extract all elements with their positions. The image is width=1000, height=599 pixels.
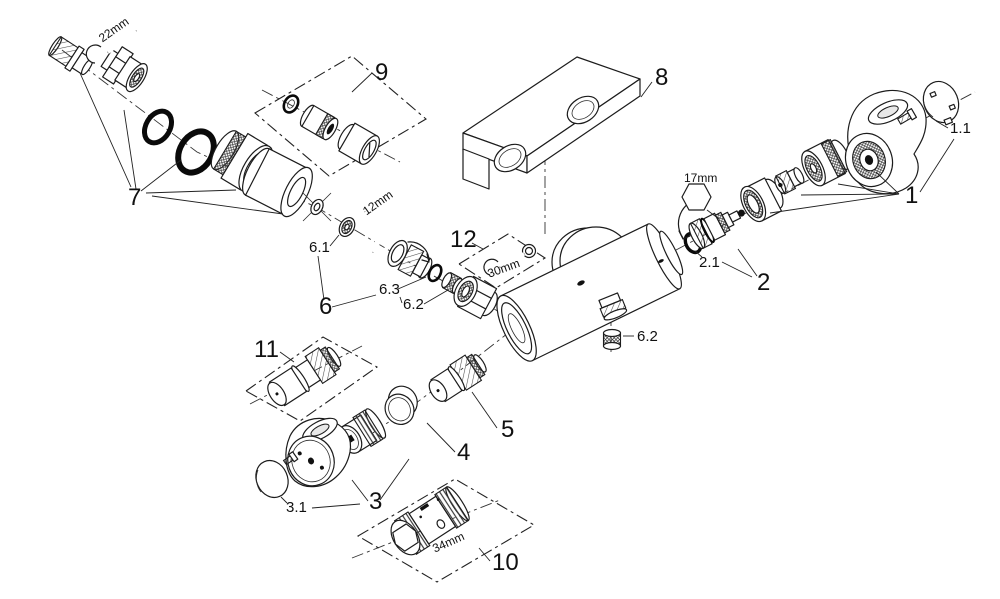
part-1-splined-coupler xyxy=(801,138,851,187)
part-4-adapter-ring xyxy=(384,385,418,425)
box-part-11 xyxy=(244,336,379,422)
grouping-boxes xyxy=(244,55,547,583)
part-7-o-ring-large xyxy=(175,128,217,176)
part-9-washer xyxy=(282,94,300,114)
label-part-7: 7 xyxy=(128,184,141,211)
part-3-group xyxy=(255,408,387,499)
right-axis-parts xyxy=(677,80,960,255)
part-6-union-nut xyxy=(453,275,498,320)
label-part-10: 10 xyxy=(492,549,519,576)
part-2-thermostatic-cartridge xyxy=(688,209,745,250)
rotation-arrow-head xyxy=(678,230,691,240)
part-8-shelf xyxy=(462,56,641,190)
thermostat-body xyxy=(496,223,684,362)
label-part-11: 11 xyxy=(254,336,279,363)
part-3-1-cover-cap xyxy=(255,459,289,499)
socket-tool-34mm-icon xyxy=(390,486,470,556)
label-part-5: 5 xyxy=(501,416,514,443)
label-allen-key-12mm: 12mm xyxy=(360,187,395,218)
part-1-1-cover-cap xyxy=(922,80,960,126)
label-part-2: 2 xyxy=(757,269,770,296)
part-1-1-screw xyxy=(896,108,918,125)
part-7-cover-sleeve xyxy=(242,147,313,218)
rotation-arrow-head xyxy=(421,253,430,263)
part-6-2-outlet-insert xyxy=(602,328,622,351)
part-11-aquadimmer xyxy=(267,346,342,407)
part-3-1-screw xyxy=(282,451,299,466)
part-6-o-ring xyxy=(427,263,443,283)
label-part-3: 3 xyxy=(369,488,382,515)
body-marking-dot xyxy=(577,280,585,286)
label-part-1: 1 xyxy=(905,182,918,209)
part-7-nipple xyxy=(48,36,94,76)
label-part-3-1: 3.1 xyxy=(286,499,307,516)
label-part-6: 6 xyxy=(319,293,332,320)
part-7-group xyxy=(48,29,332,222)
allen-key-12mm-icon xyxy=(362,210,383,254)
part-7-crossed-washer xyxy=(302,192,332,222)
part-9-group xyxy=(282,94,381,165)
leader-lines xyxy=(79,72,955,562)
label-hex-key-17mm: 17mm xyxy=(684,171,717,185)
label-part-6-2-outlet: 6.2 xyxy=(637,328,658,345)
label-part-4: 4 xyxy=(457,439,470,466)
main-body-group xyxy=(496,223,684,362)
box-part-12 xyxy=(457,233,547,289)
label-part-6-2: 6.2 xyxy=(403,296,424,313)
part-9-cap xyxy=(337,122,381,165)
label-part-6-3: 6.3 xyxy=(379,281,400,298)
part-1-threaded-adapter xyxy=(774,167,805,195)
shower-outlet xyxy=(598,292,628,321)
combination-wrench-30mm-icon xyxy=(483,243,537,276)
part-3-flow-handle xyxy=(285,417,352,488)
label-part-1-1: 1.1 xyxy=(950,120,971,137)
box-part-10 xyxy=(356,478,536,583)
part-7-o-ring-small xyxy=(141,108,175,146)
label-part-8: 8 xyxy=(655,64,668,91)
hex-key-17mm-icon xyxy=(681,183,712,211)
labels: 7 9 8 1 1.1 2 2.1 6.1 6 6.3 6.2 6.2 12 1… xyxy=(96,14,971,576)
label-part-6-1: 6.1 xyxy=(309,239,330,256)
label-part-2-1: 2.1 xyxy=(699,254,720,271)
rotation-arrow xyxy=(407,241,430,262)
box-part-9 xyxy=(254,55,427,177)
body-marking-tick xyxy=(658,259,664,263)
part-7-union-nut xyxy=(100,46,148,93)
part-1-stop-ring xyxy=(740,177,784,223)
part-9-cartridge-piece xyxy=(299,104,339,141)
part-6-group xyxy=(338,210,498,320)
open-end-wrench-22mm-icon xyxy=(85,29,138,64)
part-5-diverter-cartridge xyxy=(428,353,487,403)
label-part-9: 9 xyxy=(375,59,388,86)
part-6-1-washer xyxy=(338,216,356,238)
label-part-12: 12 xyxy=(450,226,477,253)
